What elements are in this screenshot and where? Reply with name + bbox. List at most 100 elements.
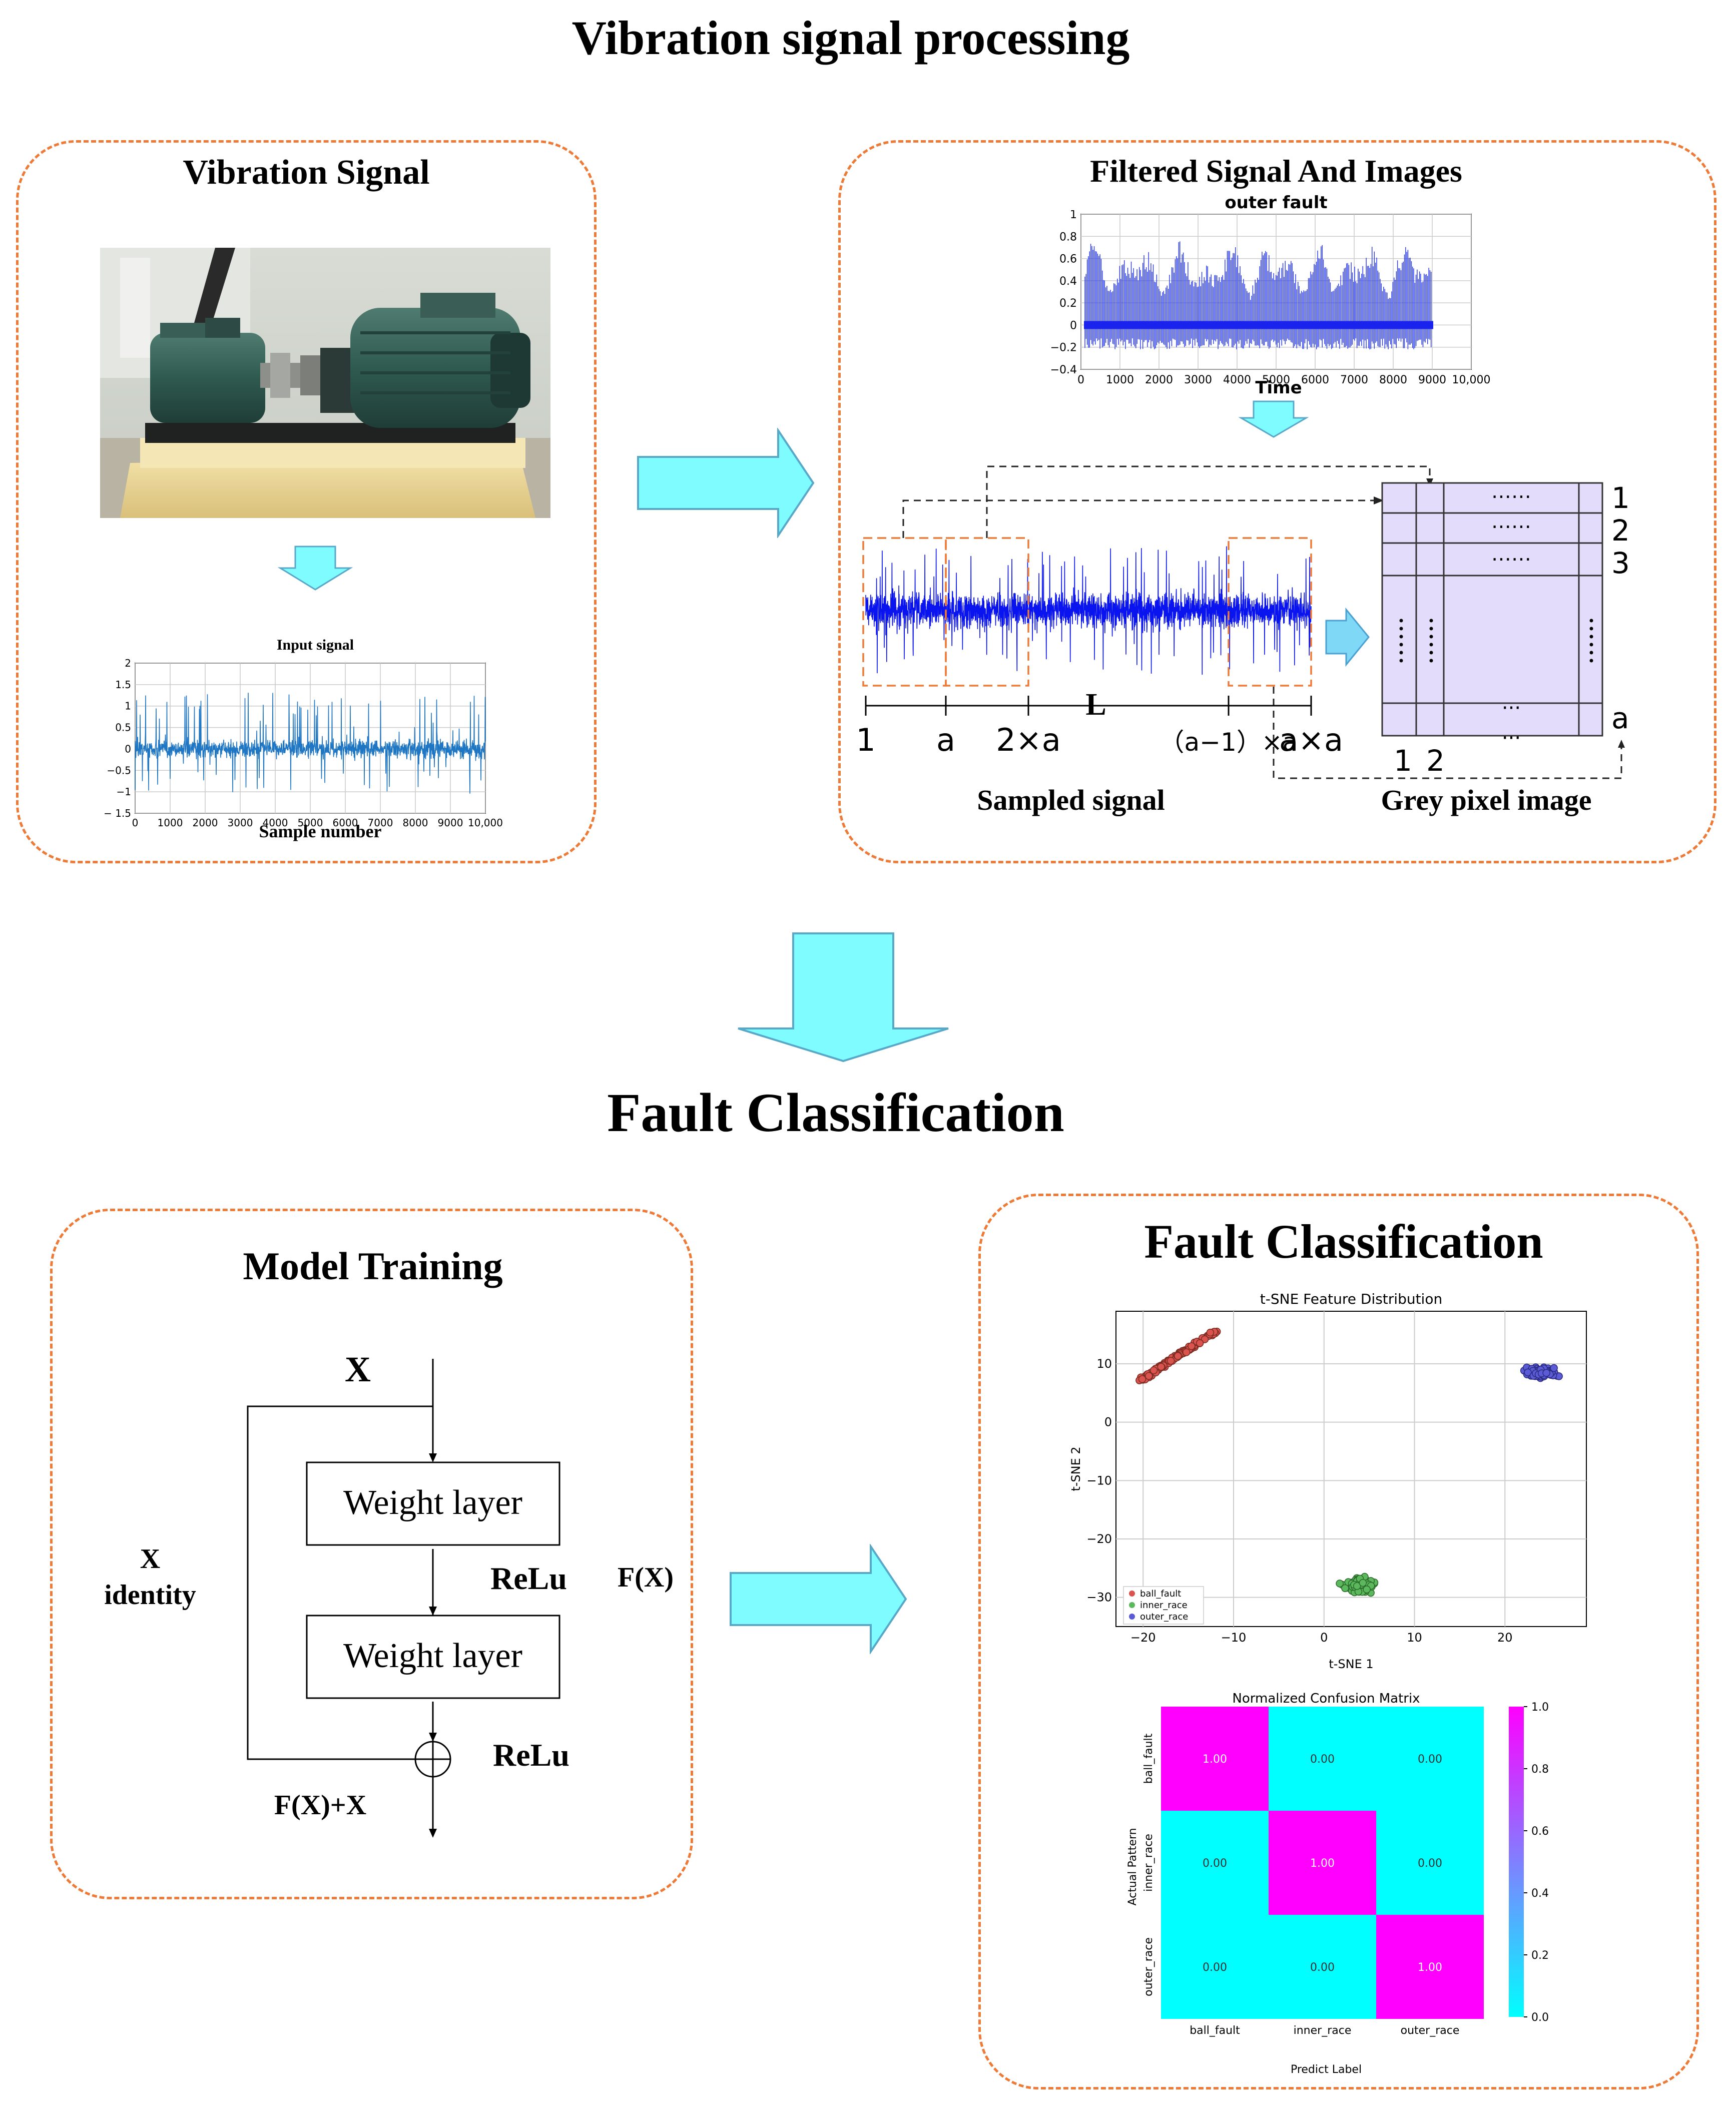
weight-layer-2: Weight layer — [343, 1637, 522, 1675]
cm-ytick: inner_race — [1142, 1834, 1155, 1892]
outer-ytick: 0.6 — [1059, 253, 1077, 266]
grey-vertical-dot — [1429, 619, 1433, 623]
tsne-point-ball-fault — [1167, 1357, 1175, 1365]
main-title-top: Vibration signal processing — [571, 11, 1130, 65]
input-signal-title: Input signal — [276, 637, 354, 653]
arrow-down-small-2 — [1239, 400, 1309, 438]
grey-row-label: 3 — [1611, 546, 1630, 580]
grey-row-label: 1 — [1611, 481, 1630, 515]
tsne-point-ball-fault — [1174, 1352, 1182, 1360]
tsne-point-outer-race — [1550, 1364, 1558, 1372]
input-xtick: 6000 — [333, 817, 358, 829]
main-title-middle: Fault Classification — [607, 1082, 1064, 1143]
tsne-xtick: −10 — [1221, 1631, 1247, 1645]
input-ytick: 0 — [125, 743, 131, 755]
panel-filtered-signal — [838, 140, 1716, 863]
x-input-label: X — [345, 1349, 371, 1389]
cm-cell — [1269, 1707, 1376, 1811]
outer-xtick: 2000 — [1145, 374, 1173, 386]
grey-ellipsis: ··· — [1502, 697, 1521, 720]
grey-vertical-dot — [1589, 643, 1593, 647]
tsne-legend-box — [1123, 1586, 1204, 1625]
tsne-legend-label: ball_fault — [1140, 1589, 1181, 1599]
grey-vertical-dot — [1589, 659, 1593, 663]
relu-label-1: ReLu — [490, 1560, 567, 1596]
tsne-xtick: 0 — [1320, 1631, 1328, 1645]
input-ytick: − 1.5 — [104, 807, 131, 819]
input-ytick: −0.5 — [107, 764, 131, 776]
tsne-point-inner-race — [1363, 1586, 1371, 1594]
sampled-L-label: L — [1085, 688, 1106, 722]
tsne-xtick: 20 — [1497, 1631, 1513, 1645]
input-xtick: 2000 — [193, 817, 218, 829]
outer-ytick: 0.8 — [1059, 231, 1077, 243]
identity-label: identity — [104, 1580, 196, 1611]
tsne-legend-marker — [1129, 1602, 1135, 1608]
outer-xtick: 8000 — [1379, 374, 1407, 386]
cm-ytick: outer_race — [1142, 1937, 1155, 1996]
grey-col-label: 1 — [1394, 744, 1412, 778]
cm-cell-value: 1.00 — [1310, 1857, 1335, 1870]
tsne-point-ball-fault — [1149, 1366, 1158, 1374]
grey-row-label: 2 — [1611, 513, 1630, 548]
grey-vertical-dot — [1589, 627, 1593, 631]
sampled-tick-label: a×a — [1279, 722, 1343, 758]
grey-ellipsis: ··· — [1502, 727, 1521, 750]
input-signal-xlabel: Sample number — [259, 821, 382, 841]
outer-xtick: 4000 — [1223, 374, 1251, 386]
fault-classification-title: Fault Classification — [1144, 1215, 1543, 1268]
arrow-right-1 — [637, 428, 815, 538]
cm-cell-value: 0.00 — [1203, 1857, 1227, 1870]
grey-row-label: a — [1611, 701, 1629, 735]
grey-vertical-dot — [1399, 619, 1403, 623]
colorbar-tick-label: 0.0 — [1531, 2011, 1549, 2024]
test-rig-photo — [100, 248, 550, 518]
tsne-point-ball-fault — [1182, 1348, 1191, 1356]
colorbar-tick-label: 1.0 — [1531, 1701, 1549, 1714]
tsne-xlabel: t-SNE 1 — [1329, 1657, 1373, 1671]
tsne-point-ball-fault — [1138, 1375, 1146, 1383]
input-ytick: 0.5 — [115, 722, 131, 734]
outer-xtick: 9000 — [1418, 374, 1446, 386]
grey-vertical-dot — [1429, 627, 1433, 631]
grey-pixel-image-label: Grey pixel image — [1381, 784, 1592, 816]
tsne-xtick: −20 — [1130, 1631, 1156, 1645]
cm-xtick: outer_race — [1401, 2024, 1460, 2037]
cm-cell — [1269, 1811, 1376, 1915]
grey-dots-row: ⋯⋯ — [1491, 485, 1531, 508]
sampled-tick-label: 1 — [856, 722, 875, 758]
cm-cell-value: 0.00 — [1310, 1961, 1335, 1974]
arrow-down-small-1 — [278, 546, 353, 591]
panel-fault-classification — [978, 1194, 1699, 2089]
input-xtick: 9000 — [438, 817, 463, 829]
cm-xtick: inner_race — [1294, 2024, 1352, 2037]
grey-vertical-dot — [1429, 651, 1433, 655]
grey-vertical-dot — [1399, 659, 1403, 663]
outer-ytick: 1 — [1070, 210, 1077, 221]
panel-filtered-title: Filtered Signal And Images — [1090, 153, 1462, 189]
tsne-title: t-SNE Feature Distribution — [1260, 1291, 1442, 1307]
outer-fault-title: outer fault — [1225, 193, 1328, 213]
cm-xtick: ball_fault — [1190, 2024, 1240, 2037]
grey-vertical-dot — [1589, 651, 1593, 655]
tsne-point-ball-fault — [1144, 1372, 1153, 1380]
tsne-point-ball-fault — [1188, 1342, 1196, 1350]
panel-vibration-title: Vibration Signal — [183, 153, 430, 192]
cm-cell — [1376, 1915, 1484, 2019]
outer-ytick: −0.2 — [1050, 342, 1077, 354]
outer-xtick: 10,000 — [1452, 374, 1491, 386]
tsne-ytick: 10 — [1096, 1357, 1112, 1371]
input-xtick: 5000 — [298, 817, 323, 829]
colorbar-tick-label: 0.4 — [1531, 1887, 1549, 1900]
cm-cell-value: 0.00 — [1310, 1753, 1335, 1766]
outer-xtick: 5000 — [1262, 374, 1290, 386]
cm-ytick: ball_fault — [1142, 1733, 1155, 1784]
input-xtick: 8000 — [403, 817, 428, 829]
input-ytick: 2 — [125, 657, 131, 669]
tsne-point-inner-race — [1353, 1582, 1361, 1590]
arrow-right-2 — [730, 1544, 907, 1654]
